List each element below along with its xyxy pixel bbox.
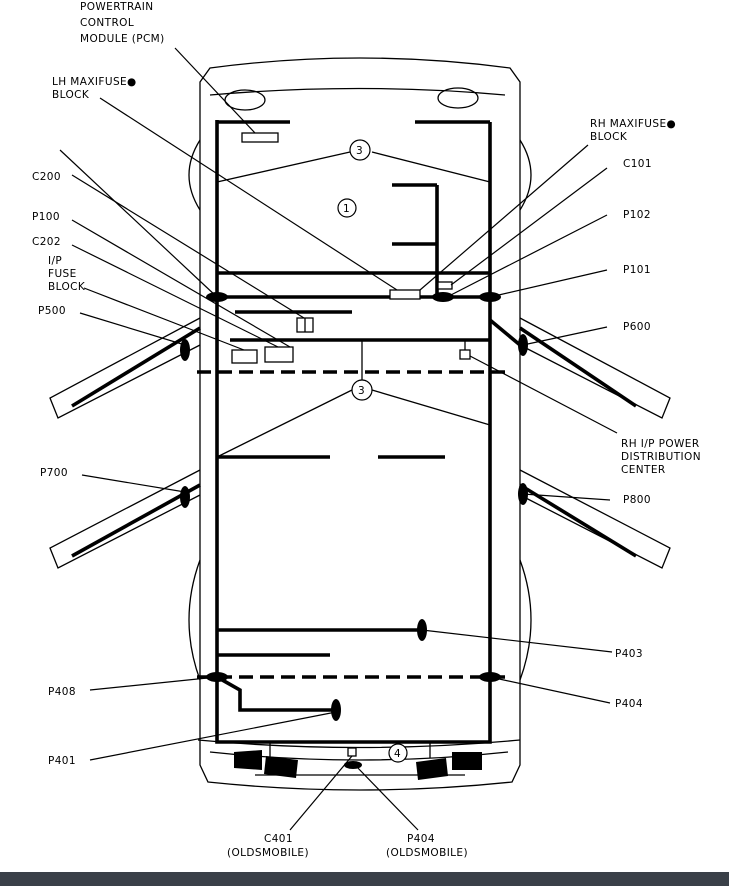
ip-fuse-block (231, 349, 258, 364)
p101-label: P101 (623, 264, 651, 276)
p700-label: P700 (40, 467, 68, 479)
labels: POWERTRAIN CONTROL MODULE (PCM) LH MAXIF… (32, 1, 701, 859)
lf-door (49, 317, 201, 419)
rh-maxifuse-block (437, 281, 453, 290)
c401-label-1: C401 (264, 833, 293, 845)
vehicle-outline (49, 57, 671, 791)
rh-headlamp (437, 87, 479, 109)
lh-maxifuse-label-2: BLOCK (52, 89, 90, 101)
rh-rear-lamp-outer (452, 752, 482, 770)
lh-maxifuse-block (389, 289, 421, 300)
pcm-module (241, 132, 279, 143)
p404-label: P404 (615, 698, 643, 710)
callout-3-top: 3 (356, 145, 363, 157)
leader-lines (59, 47, 618, 831)
ip-fuse-label-3: BLOCK (48, 281, 86, 293)
c200-label: C200 (32, 171, 61, 183)
p800-label: P800 (623, 494, 651, 506)
c401-label-2: (OLDSMOBILE) (227, 847, 309, 859)
c202-connector (264, 346, 294, 363)
p404-oldsmobile-label-1: P404 (407, 833, 435, 845)
c401-connector (347, 747, 357, 757)
p100-label: P100 (32, 211, 60, 223)
lr-door (49, 469, 201, 569)
rh-ip-label-1: RH I/P POWER (621, 438, 700, 450)
components (231, 132, 482, 780)
rh-maxifuse-label-2: BLOCK (590, 131, 628, 143)
lh-rear-lamp-inner (264, 756, 298, 778)
callout-1: 1 (343, 203, 350, 215)
p102-grommet (432, 292, 454, 302)
callout-3-mid: 3 (358, 385, 365, 397)
p700-grommet (180, 486, 190, 508)
p404-oldsmobile-label-2: (OLDSMOBILE) (386, 847, 468, 859)
rh-ip-power-distribution-center (459, 349, 471, 360)
rh-rear-lamp-inner (416, 758, 448, 780)
pcm-label-3: MODULE (PCM) (80, 33, 165, 45)
p600-label: P600 (623, 321, 651, 333)
c101-label: C101 (623, 158, 652, 170)
p500-label: P500 (38, 305, 66, 317)
lh-rear-lamp-outer (234, 750, 262, 770)
p401-label: P401 (48, 755, 76, 767)
callout-4: 4 (394, 748, 401, 760)
lh-maxifuse-label-1: LH MAXIFUSE● (52, 76, 137, 88)
p408-label: P408 (48, 686, 76, 698)
bottom-bar (0, 872, 729, 886)
ip-fuse-label-1: I/P (48, 255, 62, 267)
pcm-label-2: CONTROL (80, 17, 134, 29)
callout-circles: 3 1 3 4 (337, 139, 408, 763)
rf-door (519, 317, 671, 419)
p403-label: P403 (615, 648, 643, 660)
p500-grommet (180, 339, 190, 361)
p102-label: P102 (623, 209, 651, 221)
rr-door (519, 469, 671, 569)
rh-maxifuse-label-1: RH MAXIFUSE● (590, 118, 676, 130)
ip-fuse-label-2: FUSE (48, 268, 77, 280)
pcm-label-1: POWERTRAIN (80, 1, 154, 13)
lh-headlamp (224, 89, 266, 111)
rh-ip-label-3: CENTER (621, 464, 666, 476)
c202-label: C202 (32, 236, 61, 248)
rh-ip-label-2: DISTRIBUTION (621, 451, 701, 463)
p401-grommet (331, 699, 341, 721)
